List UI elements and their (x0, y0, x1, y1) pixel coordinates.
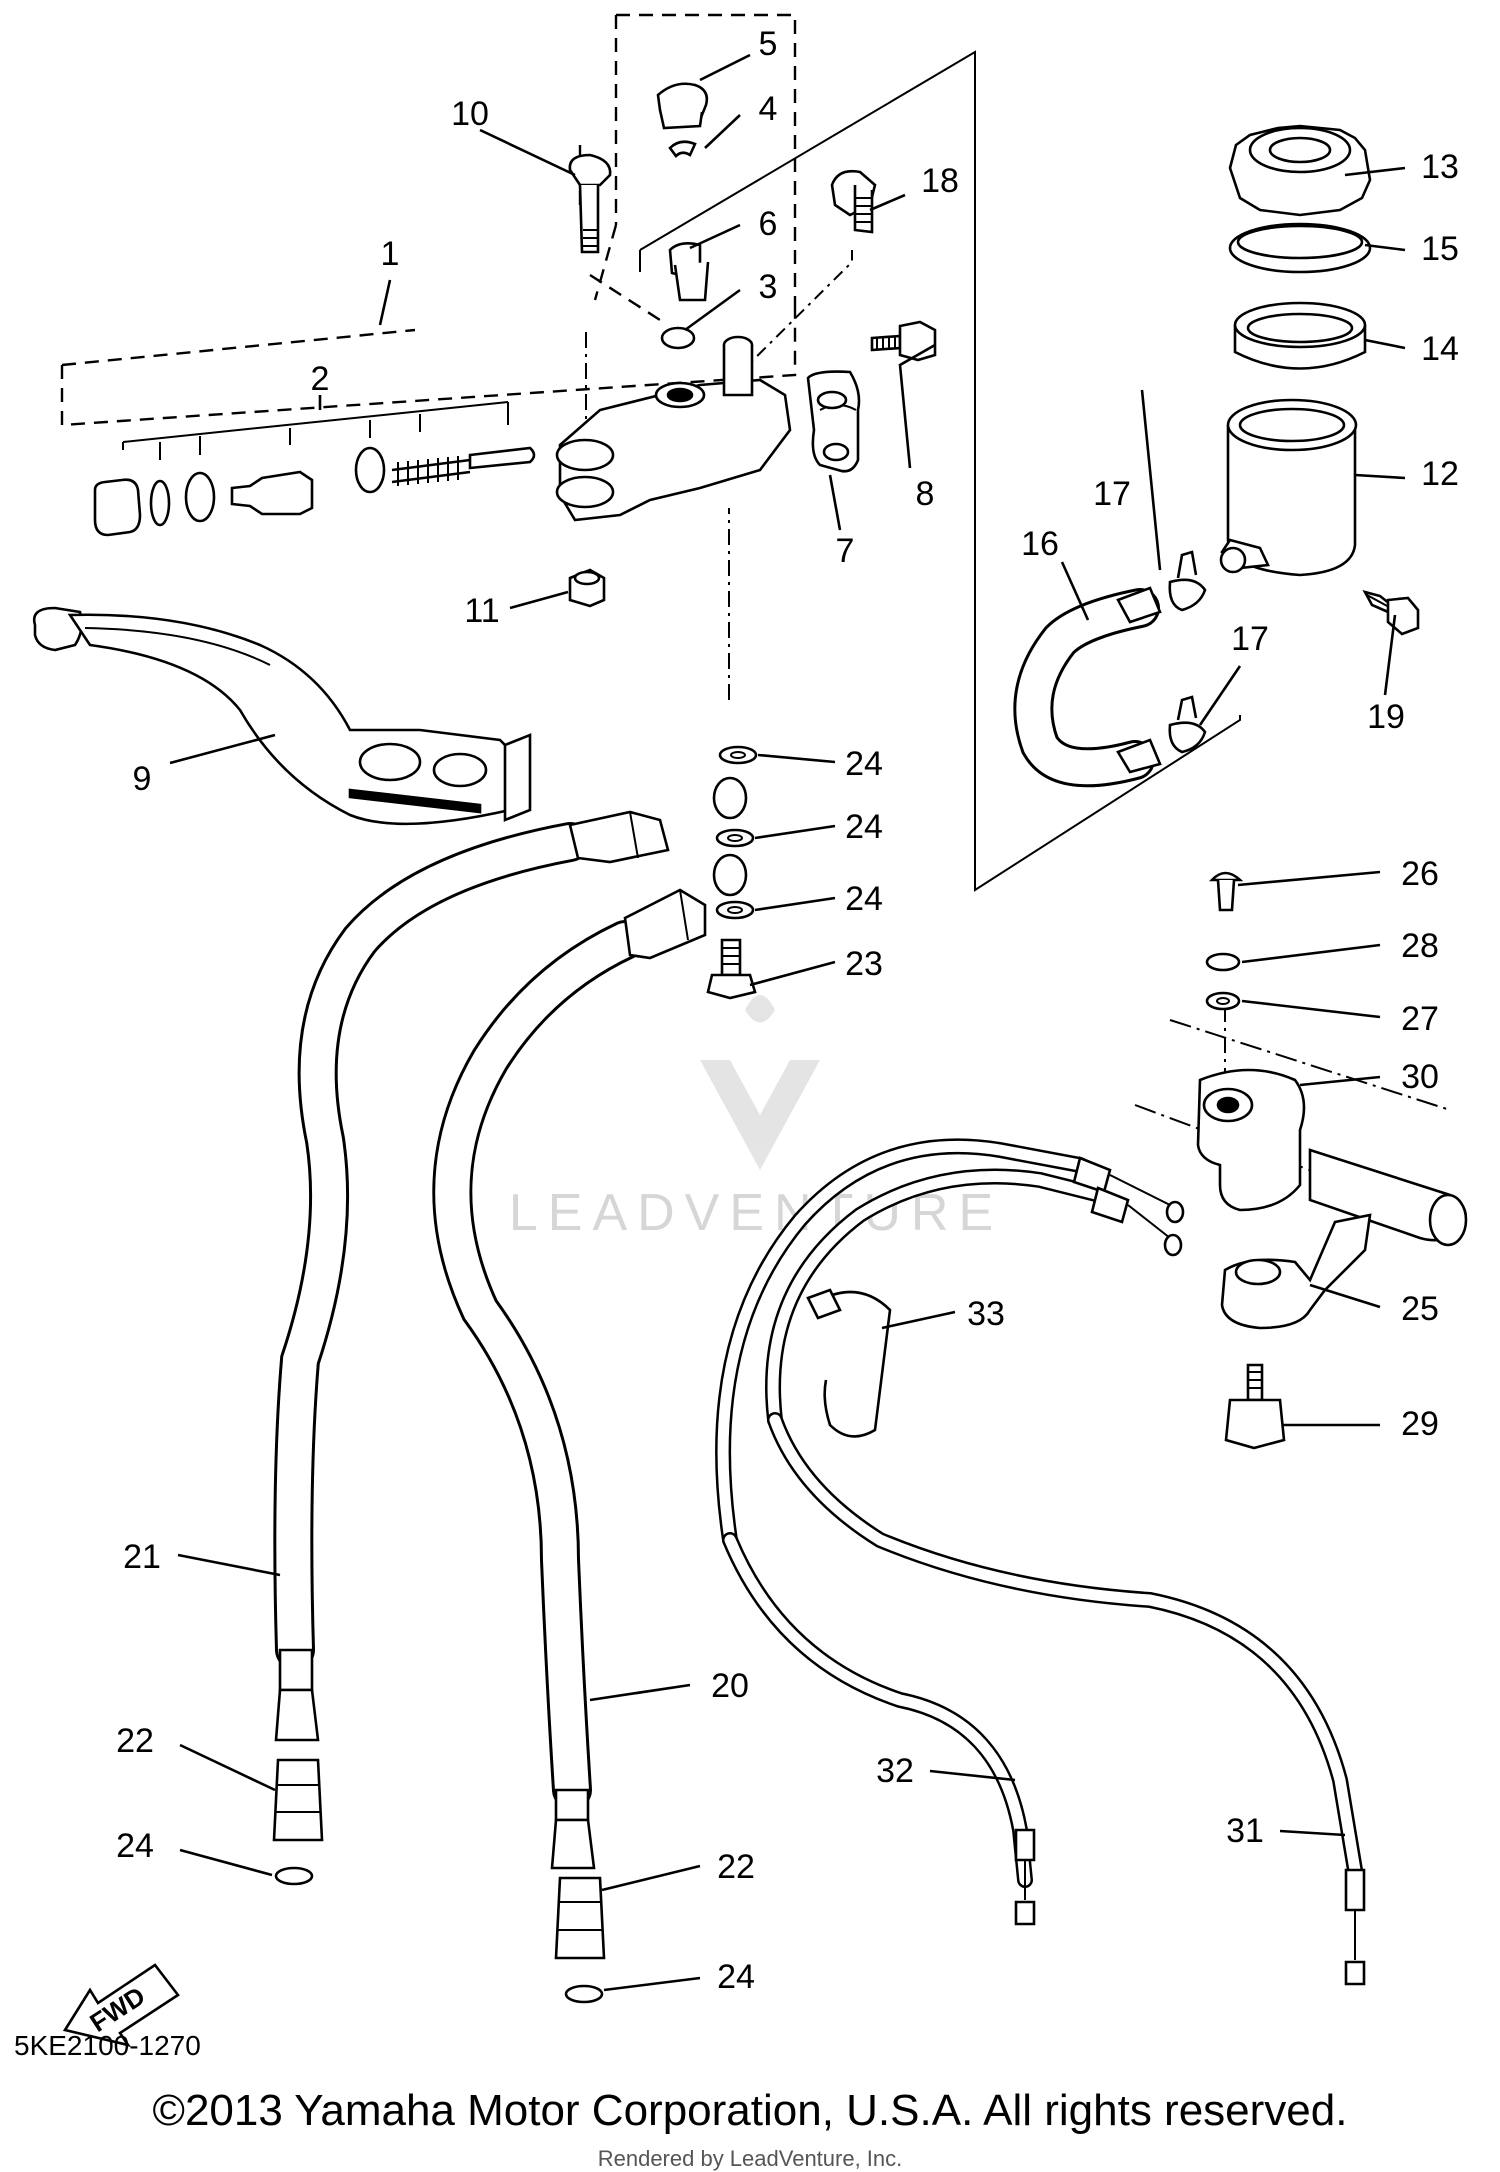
callout-10: 10 (451, 95, 489, 133)
throttle-screw-bottom (1224, 1363, 1286, 1450)
callout-24-e: 24 (717, 1958, 755, 1996)
callout-15: 15 (1421, 230, 1459, 268)
callout-7: 7 (836, 532, 855, 570)
callout-33: 33 (967, 1295, 1005, 1333)
leader-lines (169, 53, 1406, 1992)
callout-16: 16 (1021, 525, 1059, 563)
callout-19: 19 (1367, 698, 1405, 736)
callout-24-c: 24 (845, 880, 883, 918)
brake-lever (32, 606, 532, 826)
callout-17-lower: 17 (1231, 620, 1269, 658)
callout-9: 9 (133, 760, 152, 798)
callout-24-d: 24 (116, 1827, 154, 1865)
callout-3: 3 (759, 268, 778, 306)
cable-band (806, 1288, 892, 1438)
callout-26: 26 (1401, 855, 1439, 893)
callout-32: 32 (876, 1752, 914, 1790)
master-cylinder-body (555, 335, 792, 522)
callout-2: 2 (311, 360, 330, 398)
callout-5: 5 (759, 25, 778, 63)
pivot-bolt (568, 153, 612, 254)
washer-27 (1205, 991, 1241, 1011)
bleed-screw (830, 170, 877, 234)
diagram-code: 5KE2100-1270 (14, 2030, 201, 2061)
reservoir-assembly-outline (639, 50, 1241, 892)
callout-25: 25 (1401, 1290, 1439, 1328)
hose-clip-lower (1168, 695, 1207, 754)
throttle-housing-lower (1220, 1213, 1372, 1330)
watermark-logo (700, 995, 820, 1170)
callout-30: 30 (1401, 1058, 1439, 1096)
union-fittings (272, 1758, 606, 2004)
spring-washer-28 (1205, 952, 1241, 972)
callout-4: 4 (759, 90, 778, 128)
callout-1: 1 (381, 235, 400, 273)
throttle-screw-top (1209, 871, 1244, 912)
callout-24-b: 24 (845, 808, 883, 846)
reservoir-plate (1228, 222, 1372, 274)
assembly-outline-1 (60, 13, 797, 427)
reservoir-tank (1219, 398, 1358, 577)
reservoir-cap (1228, 124, 1372, 217)
rendered-by-notice: Rendered by LeadVenture, Inc. (597, 2146, 903, 2171)
master-cylinder-holder (806, 370, 861, 473)
union-bolt (706, 938, 757, 1000)
callout-17-upper: 17 (1093, 475, 1131, 513)
throttle-cables (715, 1138, 1185, 1548)
reservoir-bolt (1362, 589, 1420, 636)
callout-31: 31 (1226, 1812, 1264, 1850)
reservoir-cap-and-fitting (656, 82, 710, 350)
copyright-notice: ©2013 Yamaha Motor Corporation, U.S.A. A… (152, 2086, 1348, 2135)
callout-23: 23 (845, 945, 883, 983)
washers (712, 745, 758, 920)
callout-22-b: 22 (717, 1848, 755, 1886)
holder-bolt (870, 320, 937, 362)
hose-clip-upper (1168, 550, 1207, 612)
nut (568, 568, 606, 608)
callout-13: 13 (1421, 148, 1459, 186)
callout-22-a: 22 (116, 1722, 154, 1760)
piston-kit (93, 401, 536, 537)
callout-numbers: 5 4 10 18 6 1 3 2 8 7 11 9 13 15 14 12 1… (116, 25, 1459, 1996)
brake-hose-21 (273, 810, 670, 1742)
callout-6: 6 (759, 205, 778, 243)
reservoir-diaphragm (1233, 301, 1367, 370)
throttle-cable-31 (767, 1412, 1366, 1986)
callout-29: 29 (1401, 1405, 1439, 1443)
callout-20: 20 (711, 1667, 749, 1705)
reservoir-hose (1013, 586, 1162, 788)
throttle-grip (1308, 1148, 1468, 1247)
callout-8: 8 (916, 475, 935, 513)
callout-12: 12 (1421, 455, 1459, 493)
callout-11: 11 (464, 592, 499, 630)
brake-hose-20 (432, 888, 707, 1870)
callout-28: 28 (1401, 927, 1439, 965)
callout-24-a: 24 (845, 745, 883, 783)
throttle-cable-32 (722, 1532, 1036, 1926)
callout-18: 18 (921, 162, 959, 200)
callout-14: 14 (1421, 330, 1459, 368)
throttle-housing-upper (1196, 1068, 1306, 1212)
callout-21: 21 (123, 1538, 161, 1576)
callout-27: 27 (1401, 1000, 1439, 1038)
